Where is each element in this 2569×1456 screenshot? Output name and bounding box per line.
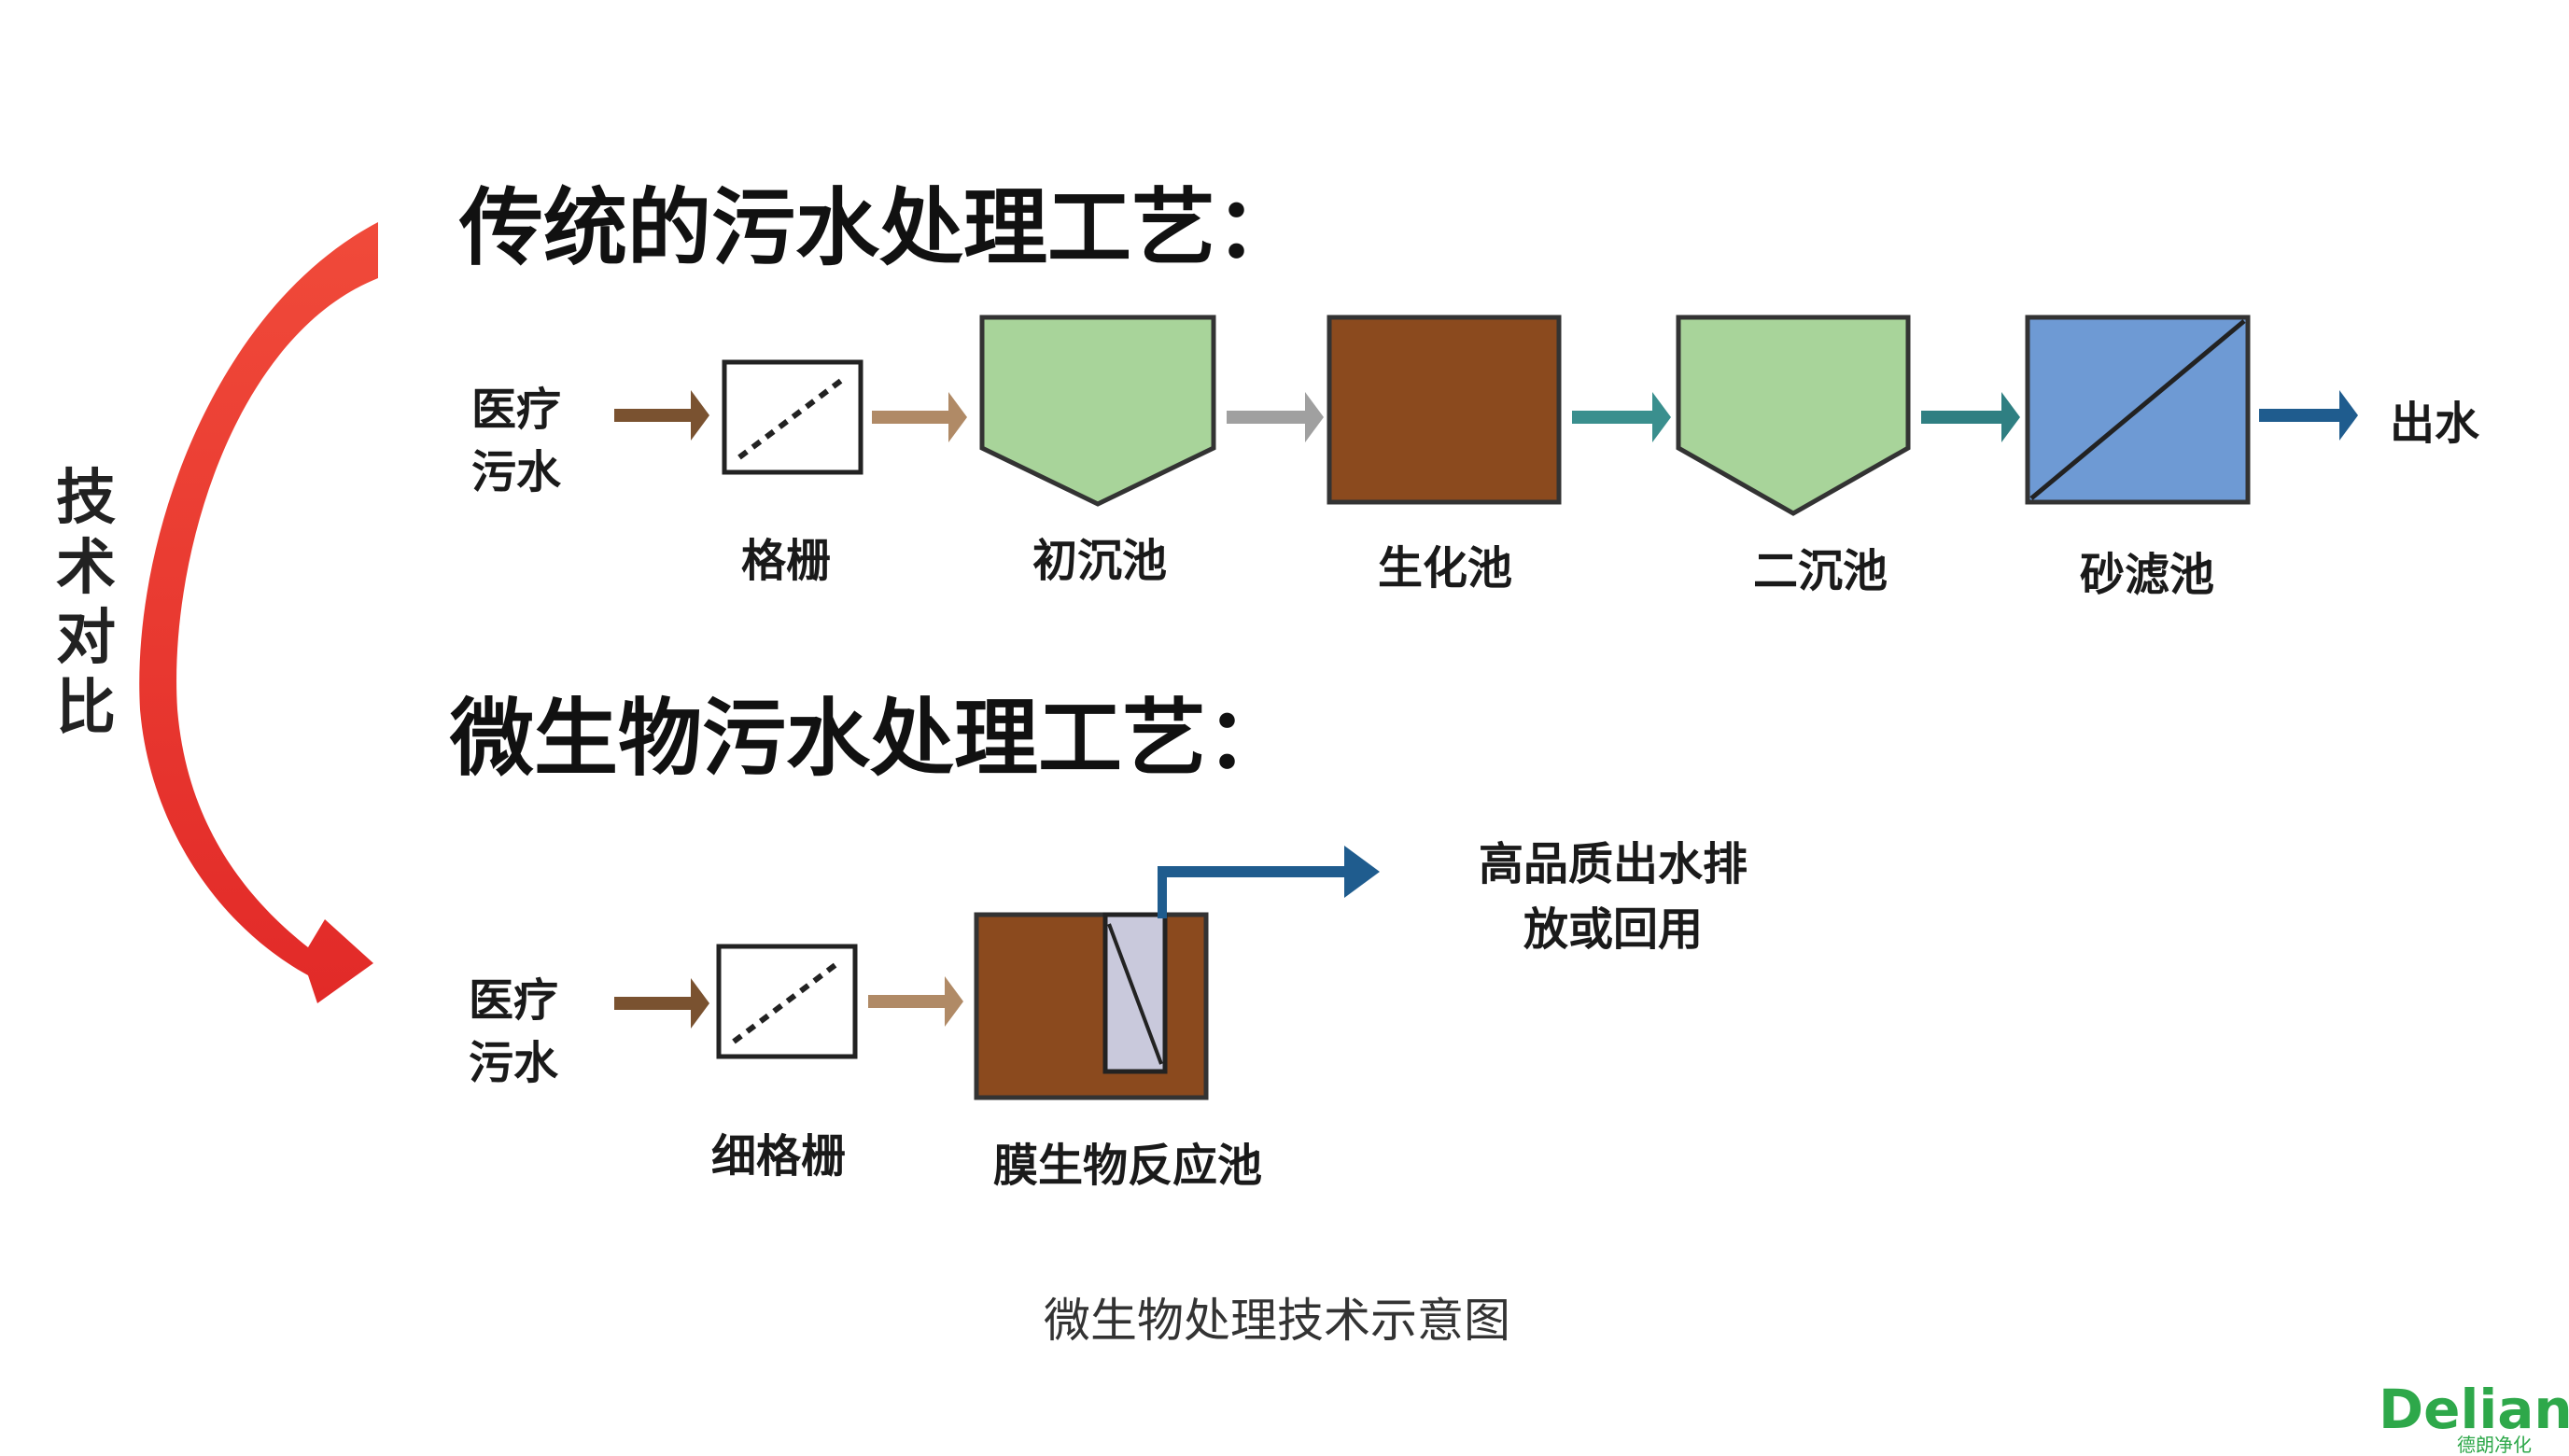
- secondary-settling-tank-icon: [1676, 315, 1911, 516]
- figure-caption: 微生物处理技术示意图: [1044, 1294, 1510, 1348]
- side-char: 技: [56, 464, 116, 533]
- side-char: 对: [56, 604, 116, 673]
- outlet-pipe-arrow: [1158, 846, 1380, 918]
- deliang-logo: Deliang 德朗净化: [2379, 1378, 2569, 1456]
- arrow-brown: [614, 390, 709, 441]
- microbial-input-label-2: 污水: [469, 1037, 559, 1089]
- side-label: 技 术 对 比: [56, 464, 116, 743]
- arrow-brown: [614, 978, 709, 1029]
- traditional-title: 传统的污水处理工艺：: [458, 179, 1299, 277]
- arrow-dark-teal: [1921, 392, 2020, 442]
- arrow-tan: [868, 976, 963, 1027]
- primary-settling-tank-icon: [979, 315, 1216, 507]
- stage-label-secondary-settling: 二沉池: [1753, 545, 1888, 597]
- biochemical-tank-icon: [1327, 315, 1562, 505]
- stage-label-mbr: 膜生物反应池: [993, 1140, 1262, 1192]
- traditional-input-label-1: 医疗: [471, 384, 561, 436]
- logo-text: Deliang: [2379, 1378, 2569, 1441]
- stage-label-fine-grille: 细格栅: [711, 1130, 846, 1183]
- microbial-input-label-1: 医疗: [469, 974, 558, 1027]
- stage-label-primary-settling: 初沉池: [1032, 535, 1167, 587]
- side-char: 术: [56, 534, 116, 603]
- microbial-title: 微生物污水处理工艺：: [449, 690, 1290, 788]
- grille-icon: [722, 359, 863, 475]
- output-label-microbial-1: 高品质出水排: [1479, 838, 1748, 890]
- stage-label-biochemical: 生化池: [1378, 542, 1512, 595]
- arrow-gray: [1227, 392, 1324, 442]
- output-label-traditional: 出水: [2390, 398, 2480, 450]
- sand-filter-icon: [2025, 315, 2251, 505]
- fine-grille-icon: [716, 944, 858, 1059]
- traditional-input-label-2: 污水: [471, 446, 562, 498]
- side-char: 比: [56, 674, 116, 743]
- arrow-teal: [1572, 392, 1671, 442]
- comparison-arrow: [139, 222, 378, 1003]
- stage-label-sand-filter: 砂滤池: [2080, 549, 2214, 601]
- logo-subtext: 德朗净化: [2457, 1434, 2532, 1456]
- arrow-tan: [872, 392, 967, 442]
- stage-label-grille: 格栅: [741, 535, 831, 587]
- arrow-blue: [2259, 390, 2358, 441]
- output-label-microbial-2: 放或回用: [1523, 903, 1703, 956]
- membrane-bioreactor-icon: [974, 912, 1209, 1100]
